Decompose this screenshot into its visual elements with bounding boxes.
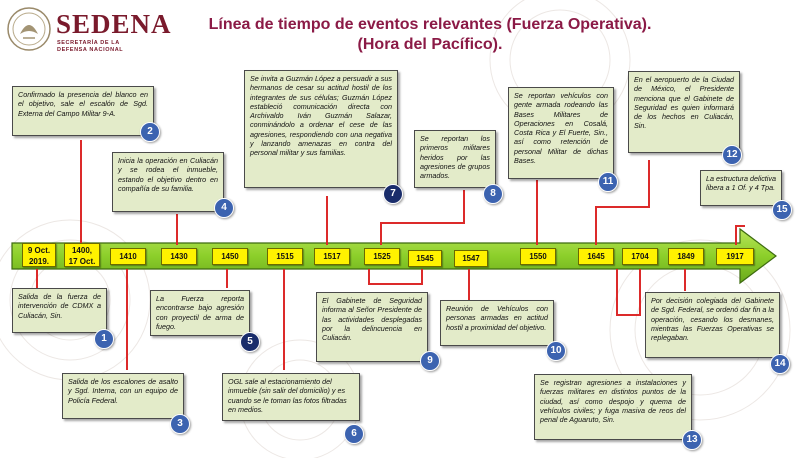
event-number-9: 9 [420, 351, 440, 371]
event-number-5: 5 [240, 332, 260, 352]
time-label-line2: 2019. [28, 257, 50, 266]
connector-12-v2 [648, 160, 650, 207]
event-box-13: Se registran agresiones a instalaciones … [534, 374, 692, 440]
event-box-12: En el aeropuerto de la Ciudad de México,… [628, 71, 740, 153]
event-box-8: Se reportan los primeros militares herid… [414, 130, 496, 188]
time-label-1525: 1525 [364, 248, 400, 265]
event-number-10: 10 [546, 341, 566, 361]
event-number-13: 13 [682, 430, 702, 450]
event-box-14: Por decisión colegiada del Gabinete de S… [645, 292, 780, 358]
connector-13-v [616, 269, 618, 316]
event-number-8: 8 [483, 184, 503, 204]
connector-11 [536, 180, 538, 245]
logo-name: SEDENA [56, 9, 172, 39]
connector-9-v2 [421, 269, 423, 285]
event-box-7: Se invita a Guzmán López a persuadir a s… [244, 70, 398, 188]
connector-13-h [616, 314, 641, 316]
time-label-1917: 1917 [716, 248, 754, 265]
connector-9-v [368, 269, 370, 285]
event-box-11: Se reportan vehículos con gente armada r… [508, 87, 614, 179]
event-box-4: Inicia la operación en Culiacán y se rod… [112, 152, 224, 212]
connector-3 [126, 269, 128, 370]
time-label-line1: 1400, [71, 246, 93, 255]
event-number-15: 15 [772, 200, 792, 220]
time-label-line2: 17 Oct. [68, 257, 96, 266]
connector-6 [283, 269, 285, 370]
event-number-12: 12 [722, 145, 742, 165]
time-label-1517: 1517 [314, 248, 350, 265]
event-number-3: 3 [170, 414, 190, 434]
time-label-oct17: 1400, 17 Oct. [64, 243, 100, 267]
connector-15-v [735, 225, 737, 245]
connector-4 [176, 214, 178, 245]
connector-8-v [380, 222, 382, 245]
connector-12-h [595, 206, 650, 208]
time-label-1550: 1550 [520, 248, 556, 265]
event-box-2: Confirmado la presencia del blanco en el… [12, 86, 154, 136]
event-number-7: 7 [383, 184, 403, 204]
time-label-1849: 1849 [668, 248, 704, 265]
sedena-seal-icon [7, 7, 51, 51]
time-label-1704: 1704 [622, 248, 658, 265]
connector-15-h [735, 225, 745, 227]
time-label-1645: 1645 [578, 248, 614, 265]
event-number-11: 11 [598, 172, 618, 192]
time-label-1545: 1545 [408, 250, 442, 267]
connector-1 [36, 269, 38, 288]
event-number-2: 2 [140, 122, 160, 142]
connector-14 [684, 269, 686, 291]
connector-5 [226, 269, 228, 288]
connector-7 [326, 196, 328, 245]
connector-12-v [595, 206, 597, 245]
time-label-1450: 1450 [212, 248, 248, 265]
page-title: Línea de tiempo de eventos relevantes (F… [208, 16, 652, 33]
event-box-3: Salida de los escalones de asalto y Sgd.… [62, 373, 184, 419]
event-number-1: 1 [94, 329, 114, 349]
connector-13-v2 [639, 269, 641, 316]
event-box-1: Salida de la fuerza de intervención de C… [12, 288, 107, 333]
logo-subtitle-line2: DEFENSA NACIONAL [57, 47, 124, 53]
time-label-1547: 1547 [454, 250, 488, 267]
time-label-oct9: 9 Oct. 2019. [22, 243, 56, 267]
connector-9-h [368, 283, 423, 285]
connector-8-v2 [463, 190, 465, 223]
time-label-line1: 9 Oct. [27, 246, 51, 255]
logo-subtitle-line1: SECRETARÍA DE LA [57, 40, 120, 46]
event-box-10: Reunión de Vehículos con personas armada… [440, 300, 554, 346]
event-number-4: 4 [214, 198, 234, 218]
event-box-15: La estructura delictiva libera a 1 Of. y… [700, 170, 782, 206]
connector-2 [80, 140, 82, 245]
time-label-1410: 1410 [110, 248, 146, 265]
event-box-9: El Gabinete de Seguridad informa al Seño… [316, 292, 428, 362]
connector-8-h [380, 222, 465, 224]
event-number-14: 14 [770, 354, 790, 374]
event-number-6: 6 [344, 424, 364, 444]
time-label-1430: 1430 [161, 248, 197, 265]
event-box-6: OGL sale al estacionamiento del inmueble… [222, 373, 360, 421]
page-subtitle: (Hora del Pacífico). [357, 36, 503, 53]
connector-10 [468, 269, 470, 302]
event-box-5: La Fuerza reporta encontrarse bajo agres… [150, 290, 250, 336]
time-label-1515: 1515 [267, 248, 303, 265]
